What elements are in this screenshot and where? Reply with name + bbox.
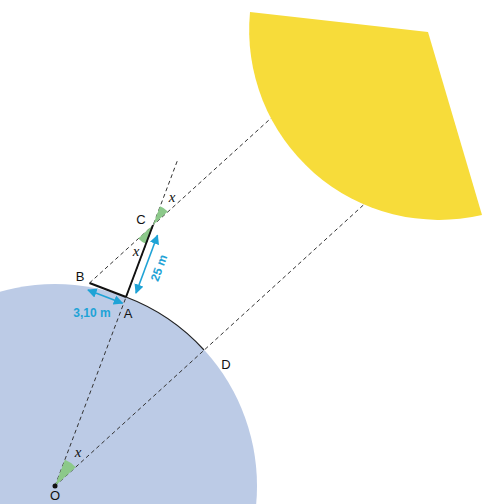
shadow [90, 283, 127, 297]
point-label: B [76, 270, 85, 283]
angle-wedge [138, 225, 153, 244]
angle-wedge [153, 206, 168, 225]
surface-arc [126, 297, 204, 350]
point-label: O [50, 489, 60, 502]
stick [126, 225, 153, 297]
angle-label: x [133, 244, 140, 259]
dimension-label: 3,10 m [73, 307, 110, 319]
angle-label: x [169, 190, 176, 205]
angle-wedge [55, 460, 76, 486]
point-label: D [221, 358, 230, 371]
sun [249, 12, 482, 220]
radius-line [55, 159, 178, 486]
earth-disc [0, 284, 257, 504]
point-label: C [136, 213, 145, 226]
angle-label: x [75, 445, 82, 460]
point-label: A [124, 307, 133, 320]
dimension-label: 25 m [149, 253, 170, 283]
sun-ray [55, 199, 370, 486]
dimension-arrow [88, 290, 123, 303]
sun-ray [90, 110, 281, 283]
